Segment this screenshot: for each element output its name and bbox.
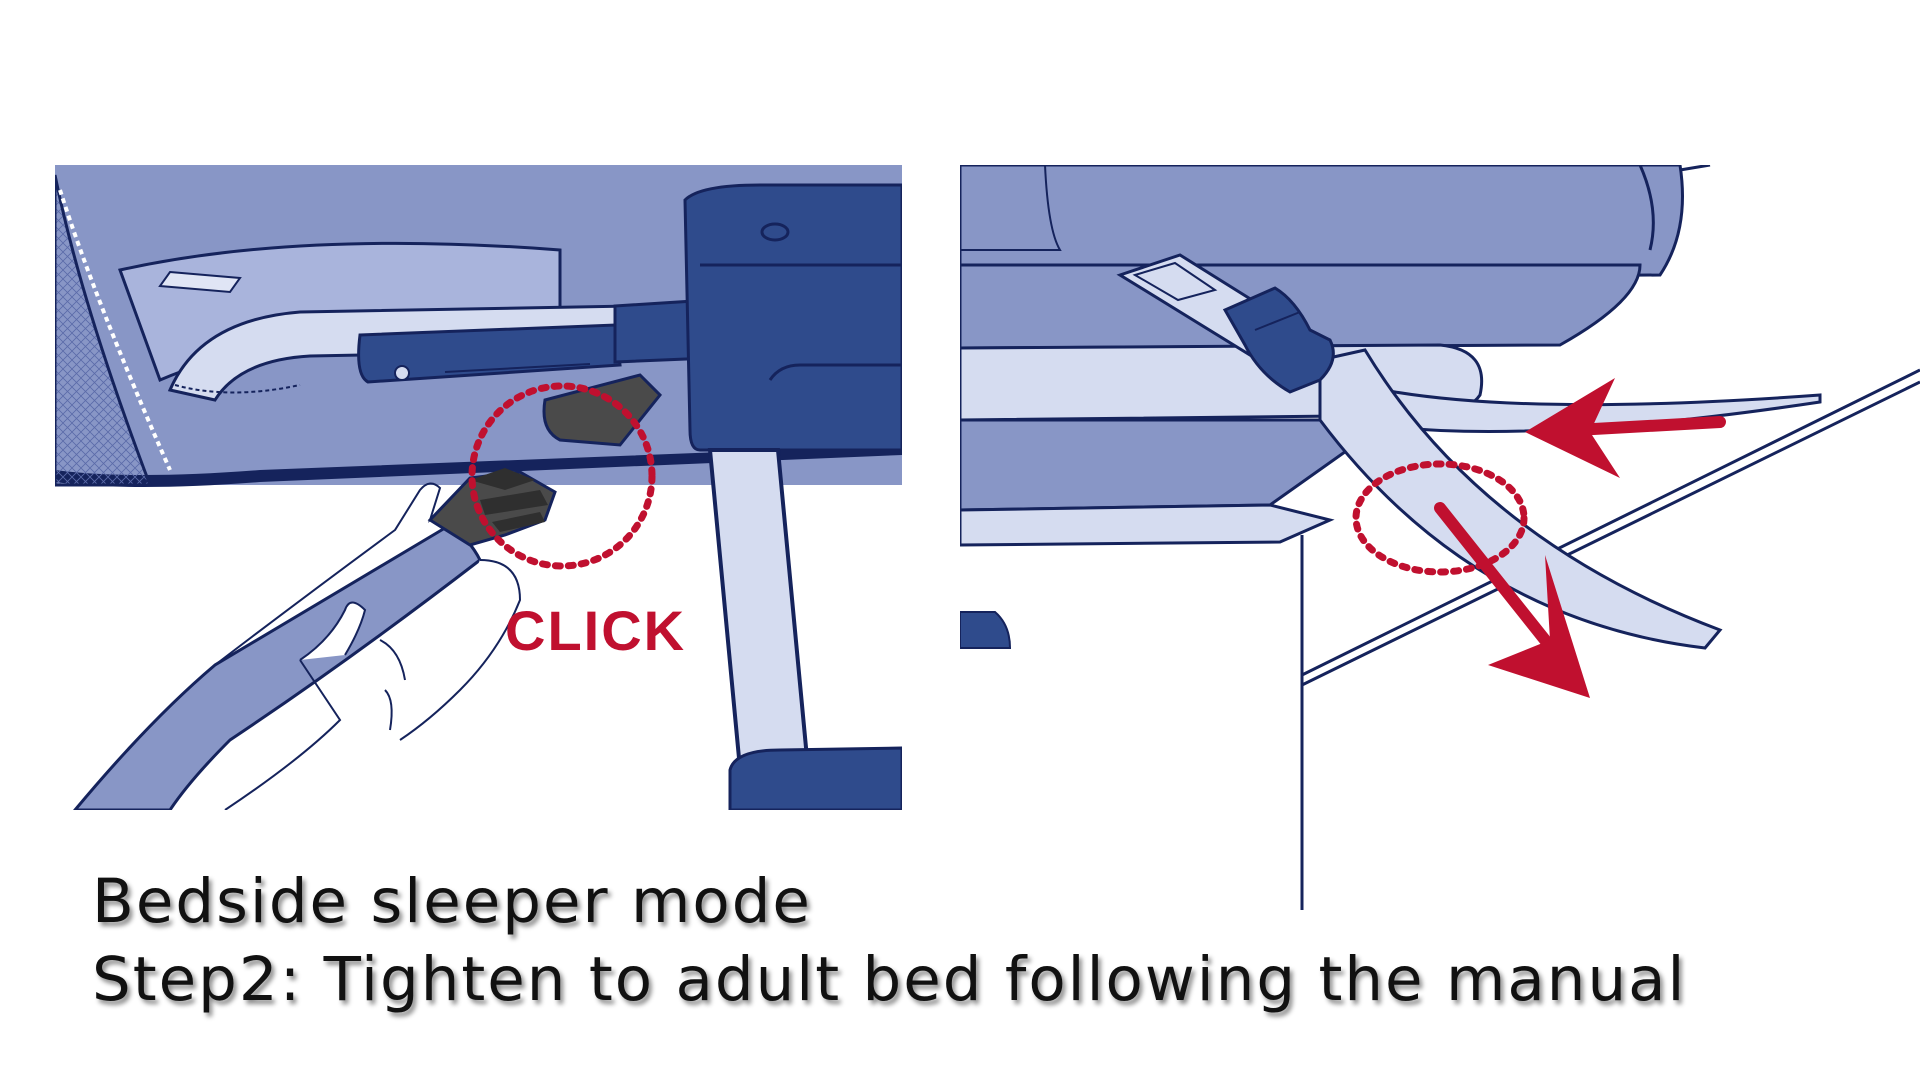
buckle-icon <box>427 468 557 547</box>
bassinet-mattress <box>960 165 1684 282</box>
buckle-female <box>542 373 663 447</box>
foot-base <box>728 746 902 810</box>
strap-buckle <box>1222 286 1335 394</box>
leg-housing <box>683 183 902 452</box>
click-label: CLICK <box>505 599 687 662</box>
connector-block <box>357 323 622 384</box>
hand-icon <box>73 478 522 810</box>
arrow-icon <box>1525 378 1726 478</box>
tighten-highlight <box>1352 460 1528 576</box>
caption-step: Step2: Tighten to adult bed following th… <box>92 944 1687 1015</box>
mesh-side <box>55 174 153 487</box>
strap-lower <box>1318 348 1723 650</box>
caption-title: Bedside sleeper mode <box>92 866 812 937</box>
arrow-icon <box>1434 502 1590 698</box>
click-highlight <box>468 382 656 570</box>
